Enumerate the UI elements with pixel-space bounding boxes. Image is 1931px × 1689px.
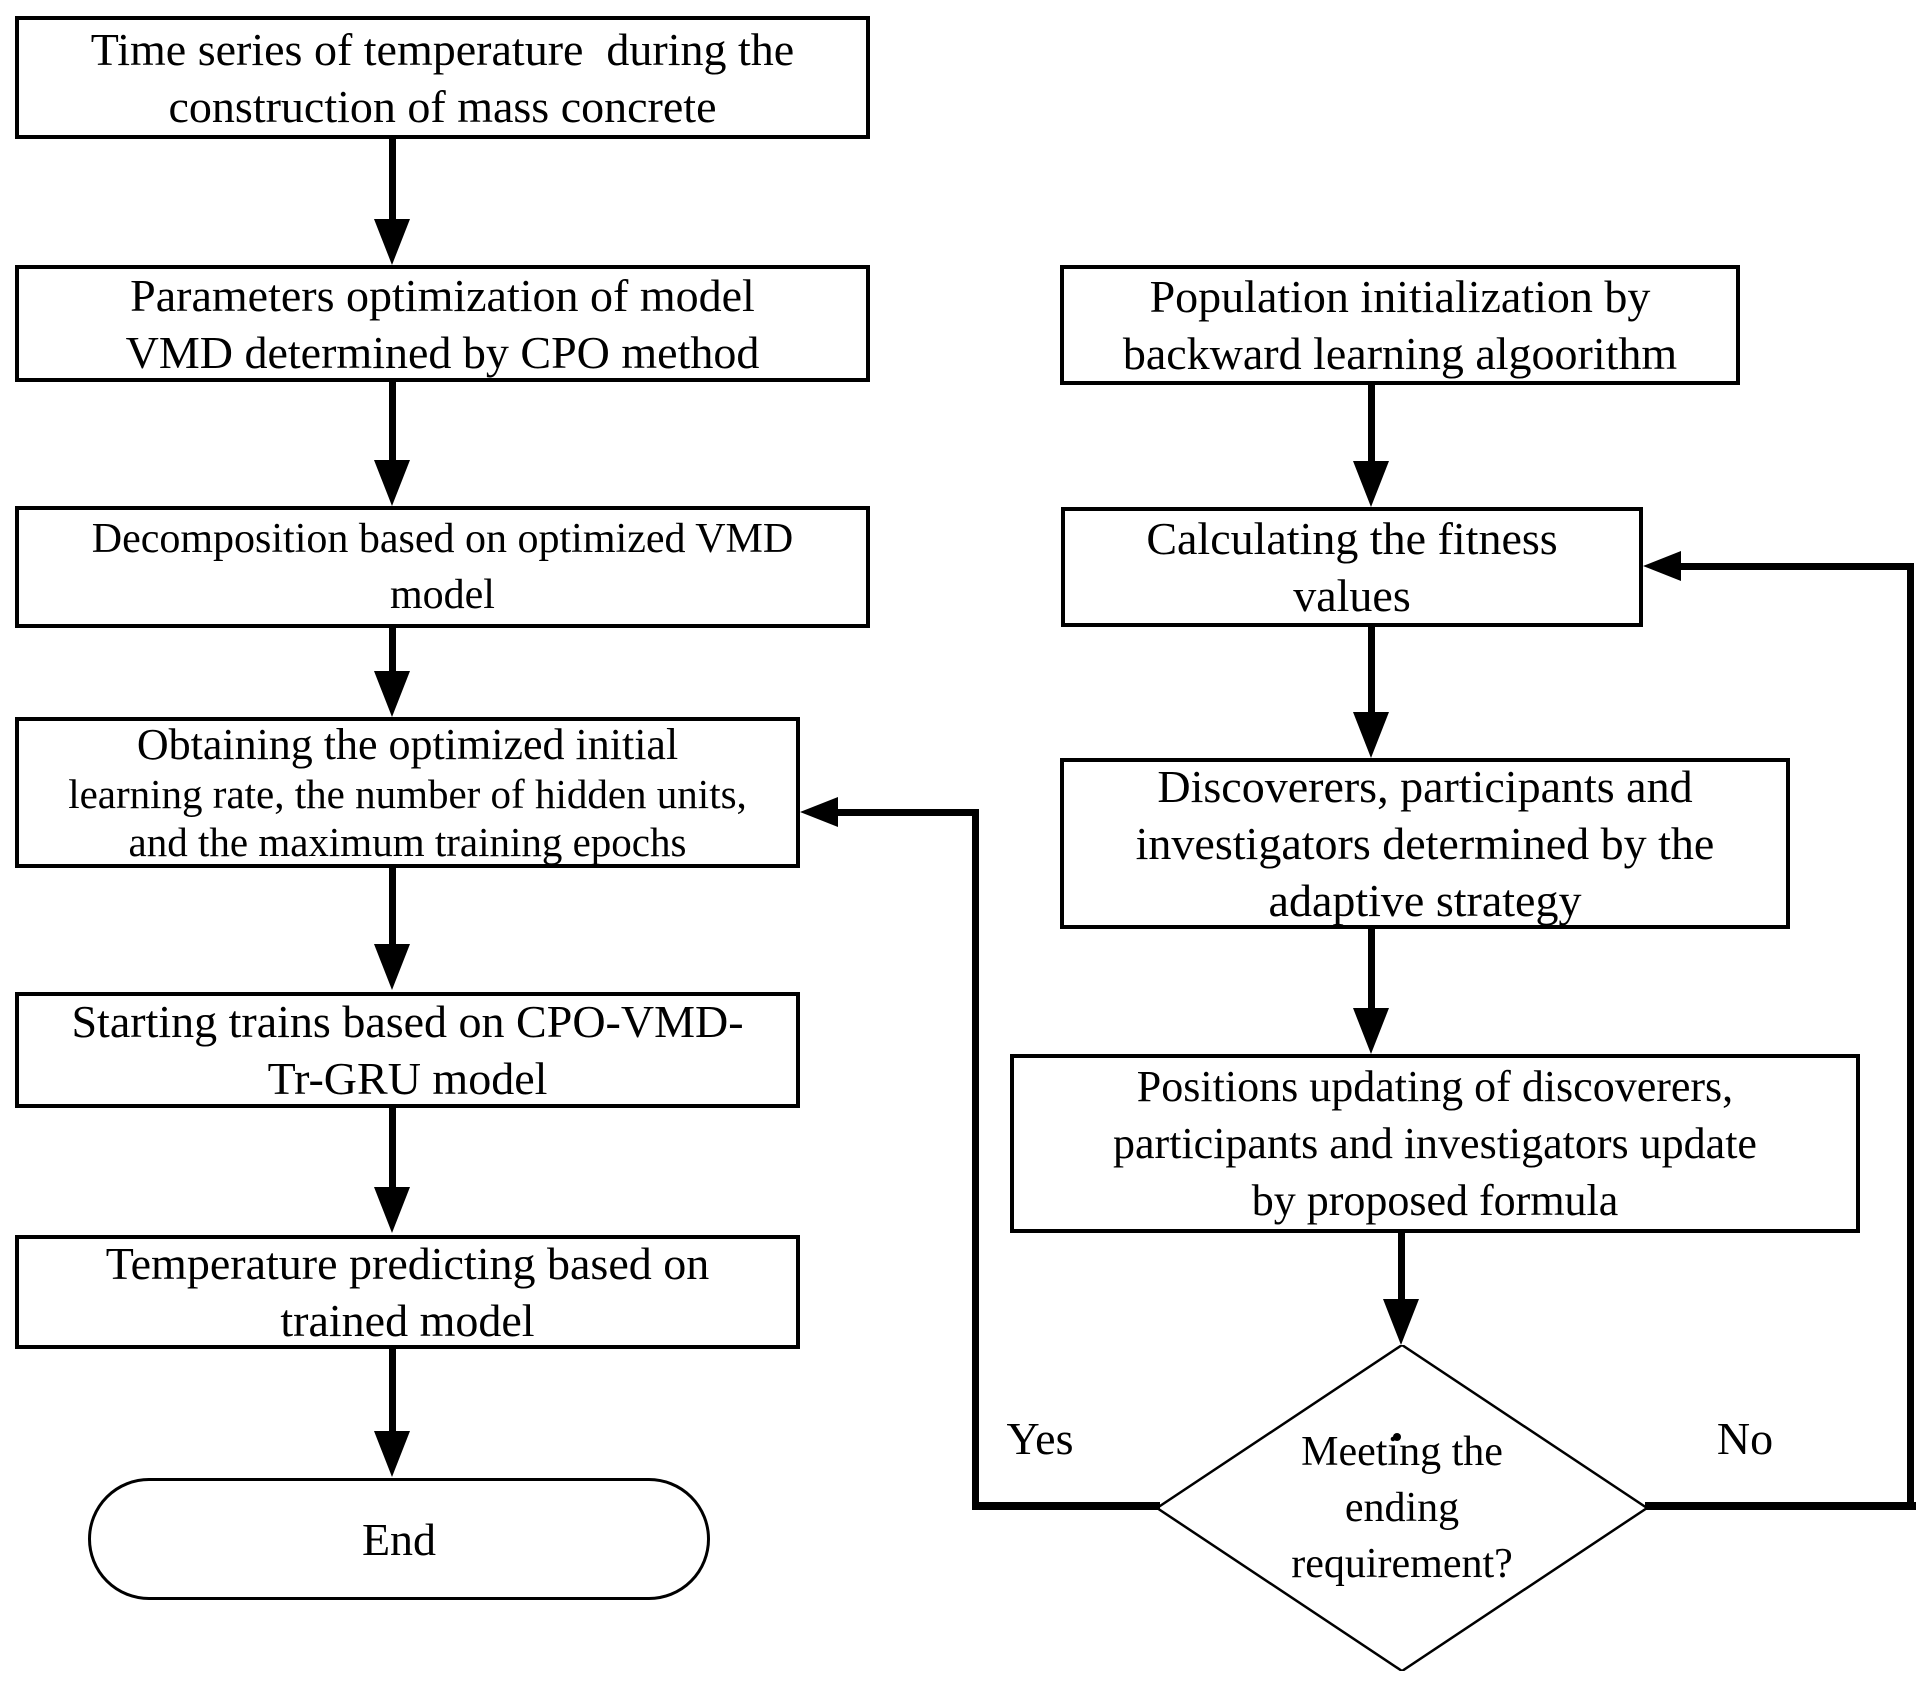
arrow-down-icon <box>374 944 410 990</box>
arrow-shaft <box>1368 929 1375 1010</box>
node-text-line: requirement? <box>1291 1541 1513 1587</box>
node-text-line: model <box>390 572 495 618</box>
arrow-left-icon <box>800 797 838 827</box>
node-text-line: Calculating the fitness <box>1146 513 1558 564</box>
node-text-line: Decomposition based on optimized VMD <box>91 516 794 562</box>
arrow-down-icon <box>374 1431 410 1477</box>
node-text-line: participants and investigators update <box>1113 1119 1757 1168</box>
arrow-down-icon <box>374 671 410 717</box>
arrow-shaft <box>389 628 396 673</box>
node-end: End <box>88 1478 710 1600</box>
node-text-line: learning rate, the number of hidden unit… <box>68 771 747 817</box>
speck-dot <box>1393 1433 1401 1441</box>
node-text-line: Starting trains based on CPO-VMD- <box>71 996 744 1047</box>
node-positions-updating: Positions updating of discoverers, parti… <box>1010 1054 1860 1233</box>
no-path-vertical <box>1907 563 1914 1510</box>
arrow-down-icon <box>1353 712 1389 758</box>
arrow-shaft <box>389 868 396 946</box>
arrow-shaft <box>1398 1233 1405 1301</box>
node-decomposition: Decomposition based on optimized VMD mod… <box>15 506 870 628</box>
arrow-down-icon <box>1383 1299 1419 1345</box>
node-text-line: Discoverers, participants and <box>1157 761 1693 812</box>
no-path-horizontal-bottom <box>1645 1502 1916 1510</box>
arrow-shaft <box>389 1108 396 1189</box>
arrow-down-icon <box>374 1187 410 1233</box>
node-text-line: Population initialization by <box>1149 271 1651 322</box>
arrow-shaft <box>389 139 396 221</box>
no-path-horizontal-top <box>1681 563 1914 570</box>
node-calculating-fitness: Calculating the fitness values <box>1061 507 1643 627</box>
node-population-initialization: Population initialization by backward le… <box>1060 265 1740 385</box>
arrow-shaft <box>389 382 396 462</box>
node-text-line: Obtaining the optimized initial <box>136 720 679 769</box>
node-parameters-optimization: Parameters optimization of model VMD det… <box>15 265 870 382</box>
node-text-line: values <box>1293 570 1411 621</box>
arrow-shaft <box>389 1349 396 1433</box>
arrow-down-icon <box>374 219 410 265</box>
node-text-line: and the maximum training epochs <box>128 819 687 865</box>
arrow-shaft <box>1368 627 1375 714</box>
node-text-line: Positions updating of discoverers, <box>1136 1062 1734 1111</box>
decision-text: Meeting the ending requirement? <box>1157 1345 1647 1671</box>
yes-path-horizontal-top <box>838 809 979 816</box>
node-text-line: Temperature predicting based on <box>105 1238 710 1289</box>
node-text-line: Parameters optimization of model <box>130 269 755 321</box>
node-text-line: Time series of temperature during the <box>90 23 795 75</box>
node-text-line: ending <box>1344 1485 1460 1531</box>
node-starting-trains: Starting trains based on CPO-VMD- Tr-GRU… <box>15 992 800 1108</box>
arrow-down-icon <box>1353 461 1389 507</box>
no-label: No <box>1716 1413 1774 1464</box>
node-text-line: Meeting the <box>1301 1429 1503 1475</box>
node-discoverers-participants: Discoverers, participants and investigat… <box>1060 758 1790 929</box>
yes-path-horizontal-bottom <box>975 1502 1160 1510</box>
node-text-line: Tr-GRU model <box>267 1053 548 1104</box>
arrow-down-icon <box>1353 1008 1389 1054</box>
arrow-shaft <box>1368 385 1375 463</box>
end-label: End <box>361 1513 437 1565</box>
decision-meeting-requirement: Meeting the ending requirement? <box>1157 1345 1647 1671</box>
node-text-line: construction of mass concrete <box>168 80 717 132</box>
node-text-line: backward learning algoorithm <box>1122 328 1678 379</box>
node-text-line: by proposed formula <box>1251 1176 1619 1225</box>
node-time-series: Time series of temperature during the co… <box>15 16 870 139</box>
node-text-line: VMD determined by CPO method <box>125 326 760 378</box>
node-text-line: trained model <box>280 1295 535 1346</box>
node-obtaining-optimized-params: Obtaining the optimized initial learning… <box>15 717 800 868</box>
yes-path-vertical <box>972 809 979 1510</box>
diamond-shape <box>1157 1345 1647 1671</box>
arrow-down-icon <box>374 460 410 506</box>
arrow-left-icon <box>1643 551 1681 581</box>
node-text-line: adaptive strategy <box>1268 875 1582 926</box>
node-temperature-predicting: Temperature predicting based on trained … <box>15 1235 800 1349</box>
node-text-line: investigators determined by the <box>1135 818 1715 869</box>
yes-label: Yes <box>1006 1413 1074 1464</box>
